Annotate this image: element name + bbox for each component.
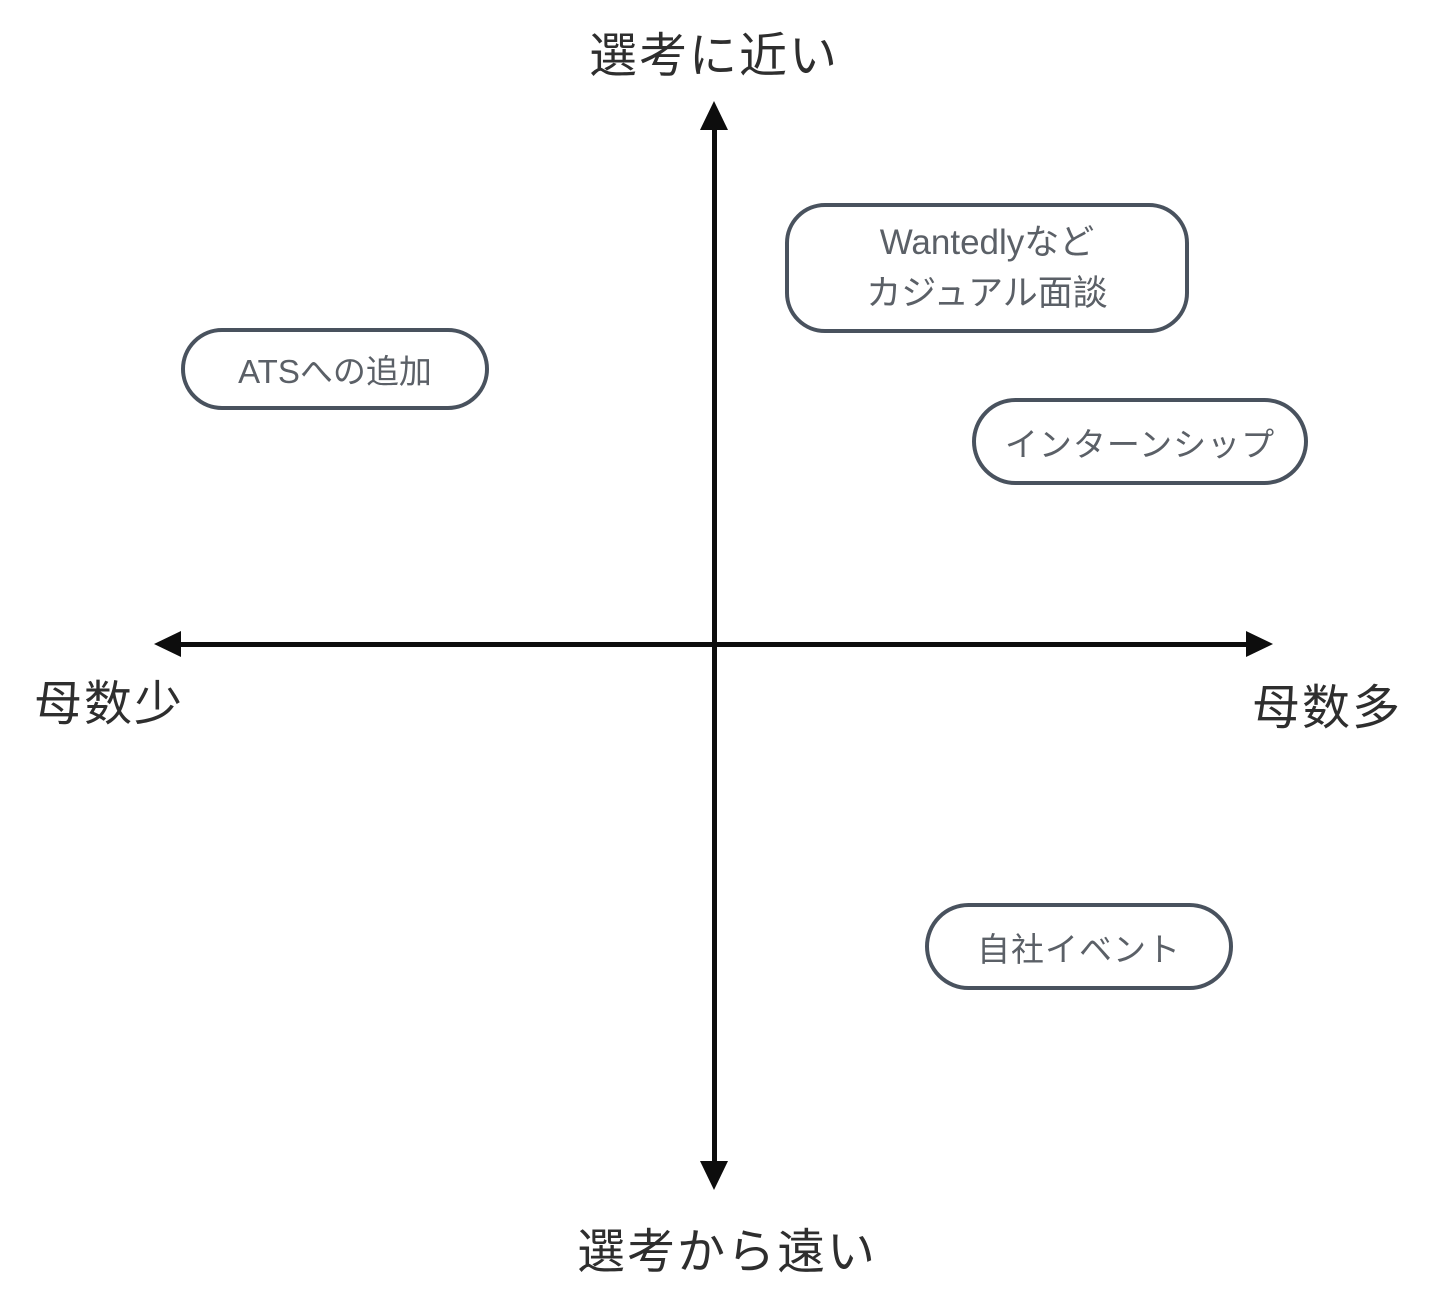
arrow-up-icon <box>700 101 728 130</box>
node-label-line: インターンシップ <box>1004 425 1276 463</box>
node-internship: インターンシップ <box>972 398 1308 485</box>
node-company-event: 自社イベント <box>925 903 1233 990</box>
node-label-line: カジュアル面談 <box>866 274 1108 313</box>
node-wantedly-casual-interview: Wantedlyなど カジュアル面談 <box>785 203 1189 333</box>
node-ats-addition: ATSへの追加 <box>181 328 489 410</box>
arrow-down-icon <box>700 1161 728 1190</box>
axis-label-right: 母数多 <box>1252 682 1403 735</box>
arrow-right-icon <box>1246 631 1273 657</box>
node-label-line: Wantedlyなど <box>879 223 1095 262</box>
arrow-left-icon <box>154 631 181 657</box>
axis-label-top: 選考に近い <box>588 30 840 83</box>
horizontal-axis-line <box>168 642 1260 647</box>
axis-label-left: 母数少 <box>34 678 185 731</box>
vertical-axis-line <box>712 112 717 1170</box>
axis-label-bottom: 選考から遠い <box>576 1226 878 1279</box>
node-label-line: ATSへの追加 <box>238 353 432 390</box>
node-label-line: 自社イベント <box>977 930 1181 968</box>
